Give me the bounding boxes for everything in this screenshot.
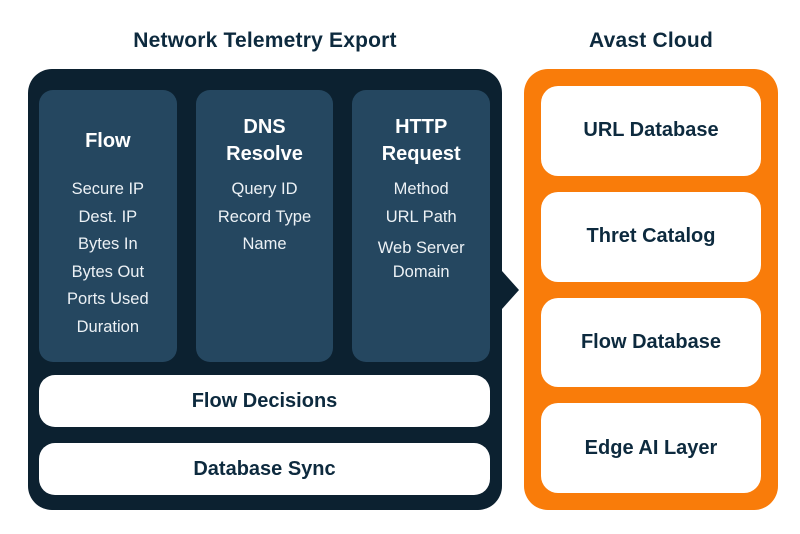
column-item: Query ID bbox=[231, 180, 298, 198]
cloud-box-flow-database: Flow Database bbox=[541, 297, 761, 388]
column-item: Ports Used bbox=[67, 290, 149, 308]
column-item: Secure IP bbox=[71, 180, 145, 198]
cloud-box-edge-ai-layer: Edge AI Layer bbox=[541, 403, 761, 493]
flow-decisions-bar: Flow Decisions bbox=[39, 375, 490, 427]
telemetry-columns: Flow Secure IP Dest. IP Bytes In Bytes O… bbox=[39, 90, 491, 362]
dns-resolve-column: DNS Resolve Query ID Record Type Name bbox=[195, 90, 334, 362]
cloud-box-thret-catalog: Thret Catalog bbox=[541, 191, 761, 282]
column-header: Flow bbox=[85, 129, 131, 152]
column-item: Record Type bbox=[217, 207, 312, 226]
telemetry-export-title: Network Telemetry Export bbox=[133, 29, 397, 52]
column-items: Method URL Path Web Server Domain bbox=[352, 176, 490, 284]
http-request-column: HTTP Request Method URL Path Web Server … bbox=[352, 90, 491, 362]
column-items: Query ID Record Type Name bbox=[196, 176, 334, 259]
avast-cloud-panel: URL Database Thret Catalog Flow Database… bbox=[524, 69, 778, 510]
column-header: DNS Resolve bbox=[226, 116, 303, 165]
cloud-box-url-database: URL Database bbox=[541, 86, 761, 176]
column-header: HTTP Request bbox=[381, 116, 461, 165]
avast-cloud-title: Avast Cloud bbox=[589, 29, 713, 52]
database-sync-bar: Database Sync bbox=[39, 443, 490, 495]
column-item: Method bbox=[393, 180, 449, 198]
flow-column: Flow Secure IP Dest. IP Bytes In Bytes O… bbox=[39, 90, 177, 362]
arrow-right-icon bbox=[502, 270, 519, 309]
column-item: Bytes Out bbox=[71, 262, 145, 281]
telemetry-export-panel: Flow Secure IP Dest. IP Bytes In Bytes O… bbox=[28, 69, 519, 510]
column-item: Bytes In bbox=[78, 235, 138, 253]
column-item: Web Server Domain bbox=[377, 239, 465, 281]
column-item: Name bbox=[242, 235, 287, 253]
column-item: Dest. IP bbox=[78, 207, 138, 226]
column-item: URL Path bbox=[385, 207, 457, 226]
column-item: Duration bbox=[76, 317, 140, 336]
column-items: Secure IP Dest. IP Bytes In Bytes Out Po… bbox=[39, 176, 177, 341]
